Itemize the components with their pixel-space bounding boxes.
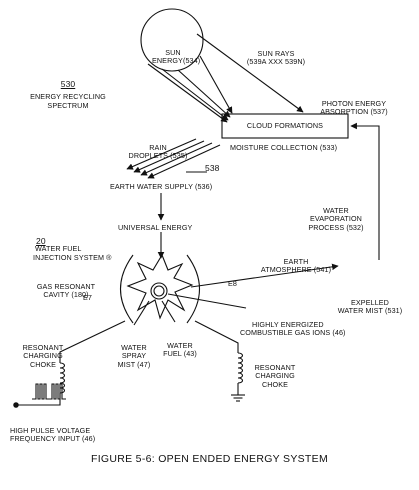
- cloud-formations-label: CLOUD FORMATIONS: [246, 121, 324, 130]
- leader-water-spray: [133, 300, 150, 326]
- input-terminal: [13, 402, 19, 408]
- e8-label: E8: [228, 279, 237, 288]
- energy-starburst: [126, 253, 194, 320]
- moisture-collection-label: MOISTURE COLLECTION (533): [230, 143, 338, 152]
- right-choke-wire: [194, 320, 239, 353]
- universal-energy-label: UNIVERSAL ENERGY: [118, 223, 193, 232]
- left-choke-wire: [59, 320, 126, 363]
- arrow-cell-to-expelled: [190, 263, 339, 288]
- sun-ray-5: [196, 33, 304, 113]
- rain-line-1: [126, 138, 197, 170]
- rain-line-4: [147, 144, 221, 179]
- e7-label: E7: [83, 293, 92, 302]
- rain-line-3: [140, 142, 213, 176]
- sun-ray-1: [147, 63, 228, 123]
- sun-ray-3: [177, 69, 231, 118]
- sun-rays-label: SUN RAYS(539a xxx 539n): [246, 48, 306, 67]
- ref-538-label: 538: [205, 163, 220, 173]
- cloud-formations-box: [221, 113, 349, 139]
- evaporation-return-line: [350, 122, 380, 260]
- cavity-left-bracket: [120, 254, 134, 324]
- rain-line-2: [133, 140, 205, 173]
- gas-ion-inner-ring: [153, 285, 165, 297]
- cavity-right-bracket: [186, 254, 200, 324]
- figure-caption: FIGURE 5-6: OPEN ENDED ENERGY SYSTEM: [91, 453, 328, 465]
- leader-gas-ions: [167, 293, 247, 309]
- earth-water-supply-label: EARTH WATER SUPPLY (536): [110, 182, 213, 191]
- gas-ion-outer-ring: [150, 282, 168, 300]
- leader-water-fuel: [161, 300, 176, 323]
- right-choke-coil: [237, 352, 244, 384]
- sun-ray-4: [199, 55, 233, 114]
- sun-ray-2: [161, 68, 229, 121]
- pulse-waveform: [32, 383, 66, 400]
- sun-circle: [140, 8, 204, 72]
